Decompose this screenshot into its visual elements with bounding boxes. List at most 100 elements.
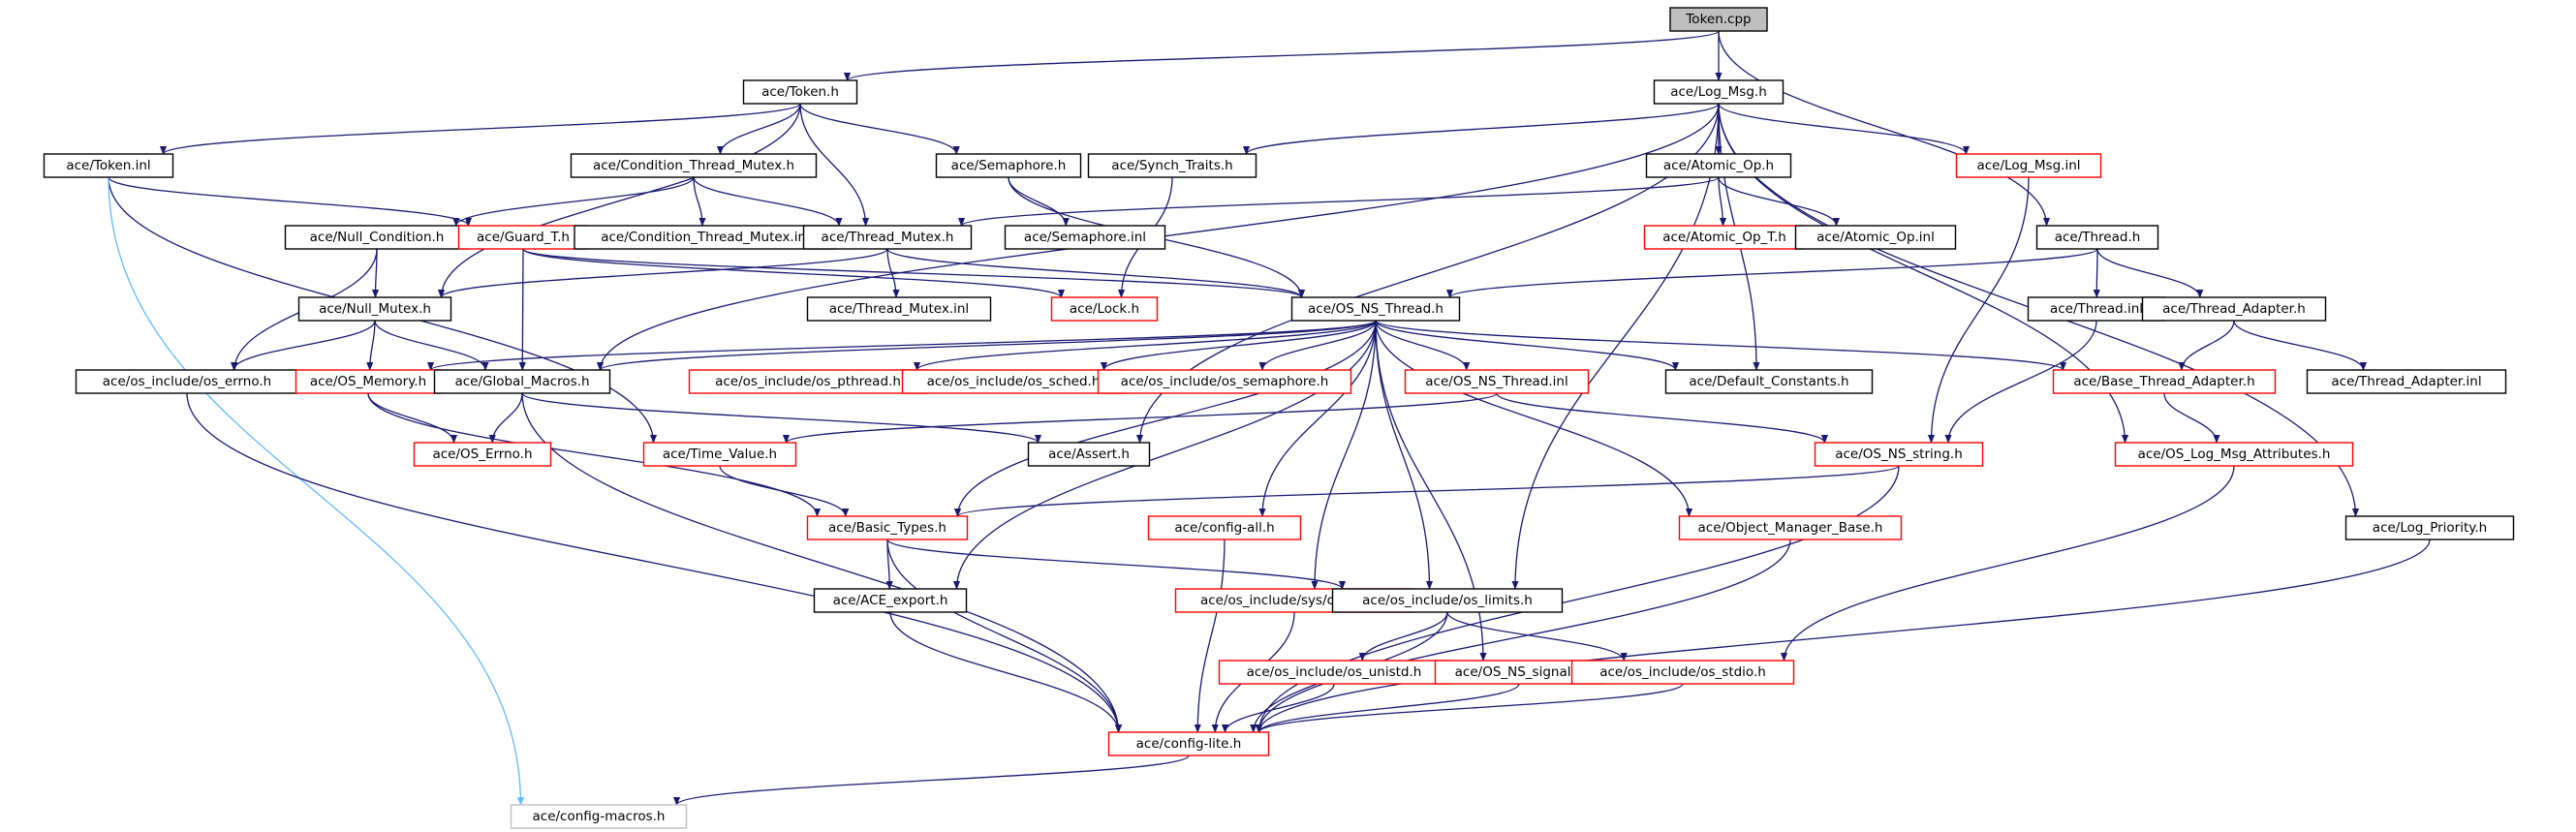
node-label: ace/Token.h <box>761 84 839 100</box>
node-box <box>413 442 552 467</box>
edge-token-inl-to-config-macros-h <box>108 176 525 806</box>
node-atomic-op-h[interactable]: ace/Atomic_Op.h <box>1645 153 1792 178</box>
edge-atomic-op-h-to-atomic-op-t-h <box>1718 176 1727 227</box>
edge-os-ns-thread-h-to-os-ns-thread-inl <box>1375 320 1471 371</box>
node-cond-thread-mutex-h[interactable]: ace/Condition_Thread_Mutex.h <box>570 153 818 178</box>
node-log-priority-h[interactable]: ace/Log_Priority.h <box>2344 515 2515 540</box>
node-os-unistd-h[interactable]: ace/os_include/os_unistd.h <box>1218 660 1450 685</box>
edge-null-mutex-h-to-global-macros-h <box>374 320 489 371</box>
node-basic-types-h[interactable]: ace/Basic_Types.h <box>806 515 969 540</box>
node-guard-t-h[interactable]: ace/Guard_T.h <box>457 225 589 250</box>
node-box <box>1218 660 1450 685</box>
node-box <box>642 442 797 467</box>
node-config-lite-h[interactable]: ace/config-lite.h <box>1107 731 1270 756</box>
node-label: ace/Null_Mutex.h <box>319 301 431 317</box>
node-os-errno-ace-h[interactable]: ace/OS_Errno.h <box>413 442 552 467</box>
node-global-macros-h[interactable]: ace/Global_Macros.h <box>433 369 611 394</box>
node-thread-h[interactable]: ace/Thread.h <box>2035 225 2159 250</box>
node-label: ace/Atomic_Op.inl <box>1816 230 1935 245</box>
node-label: ace/OS_Memory.h <box>310 374 426 389</box>
edge-basic-types-h-to-os-limits-h <box>886 539 1346 590</box>
edge-os-ns-thread-h-to-default-constants-h <box>1375 320 1679 371</box>
node-lock-h[interactable]: ace/Lock.h <box>1050 296 1159 322</box>
edge-null-mutex-h-to-os-errno-h <box>230 320 376 371</box>
node-os-log-msg-attr-h[interactable]: ace/OS_Log_Msg_Attributes.h <box>2114 442 2354 467</box>
edge-time-value-h-to-basic-types-h <box>719 465 850 517</box>
node-label: ace/Semaphore.inl <box>1024 230 1146 245</box>
node-box <box>297 296 452 322</box>
edge-guard-t-h-to-lock-h <box>522 248 1065 298</box>
node-config-all-h[interactable]: ace/config-all.h <box>1147 515 1302 540</box>
node-box <box>1669 7 1768 32</box>
node-label: ace/OS_NS_Thread.inl <box>1425 374 1567 389</box>
node-thread-adapter-h[interactable]: ace/Thread_Adapter.h <box>2141 296 2327 322</box>
edge-os-limits-h-to-os-unistd-h <box>1358 611 1448 662</box>
node-thread-adapter-inl[interactable]: ace/Thread_Adapter.inl <box>2306 369 2507 394</box>
node-object-manager-base-h[interactable]: ace/Object_Manager_Base.h <box>1678 515 1903 540</box>
node-thread-mutex-inl[interactable]: ace/Thread_Mutex.inl <box>806 296 992 322</box>
node-label: ace/Thread_Adapter.h <box>2162 301 2306 317</box>
node-thread-mutex-h[interactable]: ace/Thread_Mutex.h <box>802 225 973 250</box>
node-label: ace/Atomic_Op.h <box>1663 158 1774 173</box>
edge-os-log-msg-attr-h-to-os-stdio-h <box>1780 465 2235 662</box>
node-cond-thread-mutex-inl[interactable]: ace/Condition_Thread_Mutex.inl <box>574 225 837 250</box>
node-synch-traits-h[interactable]: ace/Synch_Traits.h <box>1087 153 1257 178</box>
edge-os-ns-thread-inl-to-os-ns-string-h <box>1496 392 1828 444</box>
node-label: ace/OS_NS_Thread.h <box>1308 301 1443 317</box>
node-box <box>1290 296 1461 322</box>
node-box <box>574 225 837 250</box>
node-log-msg-inl[interactable]: ace/Log_Msg.inl <box>1955 153 2102 178</box>
node-atomic-op-t-h[interactable]: ace/Atomic_Op_T.h <box>1643 225 1806 250</box>
node-log-msg-h[interactable]: ace/Log_Msg.h <box>1653 79 1785 105</box>
node-os-memory-h[interactable]: ace/OS_Memory.h <box>295 369 442 394</box>
edge-os-ns-thread-h-to-os-pthread-h <box>914 320 1377 371</box>
node-base-thread-adapter-h[interactable]: ace/Base_Thread_Adapter.h <box>2052 369 2277 394</box>
node-label: ace/Null_Condition.h <box>310 230 445 245</box>
edge-semaphore-h-to-semaphore-inl <box>1008 176 1070 227</box>
edge-os-ns-thread-h-to-base-thread-adapter-h <box>1375 320 2066 371</box>
node-os-ns-thread-h[interactable]: ace/OS_NS_Thread.h <box>1290 296 1461 322</box>
node-assert-h[interactable]: ace/Assert.h <box>1027 442 1151 467</box>
node-null-condition-h[interactable]: ace/Null_Condition.h <box>284 225 470 250</box>
node-box <box>1004 225 1166 250</box>
node-default-constants-h[interactable]: ace/Default_Constants.h <box>1664 369 1874 394</box>
node-label: ace/Log_Msg.inl <box>1976 158 2080 173</box>
node-os-sched-h[interactable]: ace/os_include/os_sched.h <box>901 369 1126 394</box>
node-os-stdio-h[interactable]: ace/os_include/os_stdio.h <box>1570 660 1795 685</box>
node-box <box>1107 731 1270 756</box>
node-os-ns-string-h[interactable]: ace/OS_NS_string.h <box>1814 442 1984 467</box>
edge-log-priority-h-to-config-lite-h <box>1256 539 2431 733</box>
node-null-mutex-h[interactable]: ace/Null_Mutex.h <box>297 296 452 322</box>
edge-token-h-to-null-mutex-h <box>437 103 801 298</box>
edge-token-h-to-token-inl <box>160 103 801 155</box>
edge-os-stdio-h-to-config-lite-h <box>1256 683 1684 733</box>
node-time-value-h[interactable]: ace/Time_Value.h <box>642 442 797 467</box>
edge-os-memory-h-to-basic-types-h <box>367 392 822 517</box>
node-label: ace/config-all.h <box>1174 520 1274 536</box>
node-box <box>1087 153 1257 178</box>
node-label: ace/Object_Manager_Base.h <box>1698 520 1883 536</box>
node-label: ace/Atomic_Op_T.h <box>1662 230 1786 245</box>
node-atomic-op-inl[interactable]: ace/Atomic_Op.inl <box>1794 225 1957 250</box>
node-os-pthread-h[interactable]: ace/os_include/os_pthread.h <box>688 369 928 394</box>
node-os-errno-h[interactable]: ace/os_include/os_errno.h <box>75 369 299 394</box>
node-token-h[interactable]: ace/Token.h <box>742 79 858 105</box>
node-semaphore-h[interactable]: ace/Semaphore.h <box>935 153 1082 178</box>
node-token-inl[interactable]: ace/Token.inl <box>43 153 174 178</box>
edge-token-cpp-to-token-h <box>844 30 1720 81</box>
edge-os-ns-thread-h-to-os-sched-h <box>1100 320 1377 371</box>
node-os-limits-h[interactable]: ace/os_include/os_limits.h <box>1331 588 1564 613</box>
node-ace-export-h[interactable]: ace/ACE_export.h <box>813 588 968 613</box>
node-os-semaphore-h[interactable]: ace/os_include/os_semaphore.h <box>1097 369 1352 394</box>
edge-os-ns-thread-h-to-ace-export-h <box>952 320 1377 590</box>
node-label: ace/config-lite.h <box>1136 736 1242 752</box>
node-label: ace/Base_Thread_Adapter.h <box>2073 374 2254 389</box>
edge-guard-t-h-to-os-ns-thread-h <box>522 248 1305 298</box>
node-os-ns-thread-inl[interactable]: ace/OS_NS_Thread.inl <box>1404 369 1590 394</box>
node-config-macros-h[interactable]: ace/config-macros.h <box>510 804 688 829</box>
edge-guard-t-h-to-global-macros-h <box>518 248 526 371</box>
node-label: ace/OS_Errno.h <box>432 447 532 462</box>
node-semaphore-inl[interactable]: ace/Semaphore.inl <box>1004 225 1166 250</box>
edge-log-msg-h-to-os-limits-h <box>1511 103 1720 590</box>
node-token-cpp[interactable]: Token.cpp <box>1669 7 1768 32</box>
